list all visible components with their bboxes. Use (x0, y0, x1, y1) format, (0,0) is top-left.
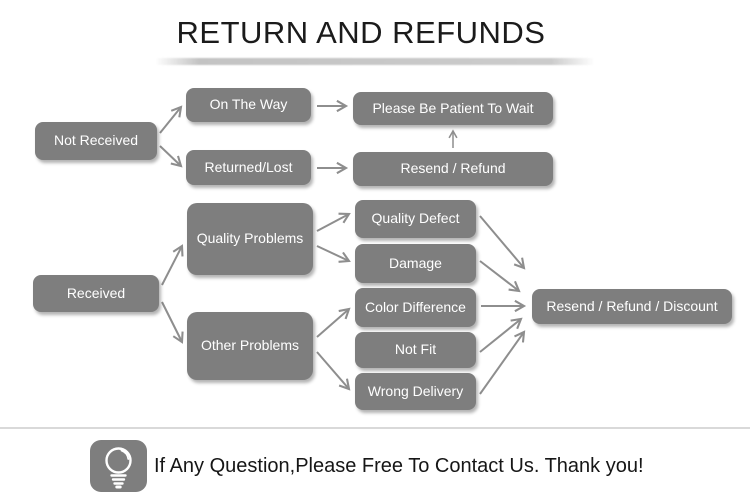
arrow-line (159, 105, 183, 134)
node-resend-refund-discount: Resend / Refund / Discount (532, 289, 732, 324)
node-quality-problems: Quality Problems (187, 203, 313, 275)
arrow-line (316, 245, 351, 263)
arrow-line (479, 317, 523, 353)
node-color-difference: Color Difference (355, 288, 476, 327)
node-not-received: Not Received (35, 122, 157, 160)
node-resend-refund: Resend / Refund (353, 152, 553, 186)
arrow-line (479, 330, 526, 395)
arrow-line (316, 212, 351, 232)
node-received: Received (33, 275, 159, 312)
connector-arrows (159, 99, 527, 395)
node-damage: Damage (355, 244, 476, 283)
node-quality-defect: Quality Defect (355, 200, 476, 238)
footer: If Any Question,Please Free To Contact U… (90, 440, 644, 492)
arrow-line (159, 145, 183, 168)
arrow-line (479, 215, 526, 270)
arrow-line (316, 307, 351, 338)
node-not-fit: Not Fit (355, 332, 476, 368)
footer-divider (0, 427, 750, 429)
node-please-wait: Please Be Patient To Wait (353, 92, 553, 125)
arrow-line (479, 260, 521, 293)
node-returned-lost: Returned/Lost (186, 150, 311, 185)
title-divider (155, 58, 595, 65)
node-wrong-delivery: Wrong Delivery (355, 373, 476, 410)
lightbulb-icon (90, 440, 147, 492)
page-title: RETURN AND REFUNDS (176, 15, 546, 50)
arrow-line (161, 301, 184, 344)
arrow-line (161, 244, 184, 286)
arrow-line (316, 351, 351, 391)
node-on-the-way: On The Way (186, 88, 311, 122)
node-other-problems: Other Problems (187, 312, 313, 380)
footer-message: If Any Question,Please Free To Contact U… (154, 454, 644, 477)
